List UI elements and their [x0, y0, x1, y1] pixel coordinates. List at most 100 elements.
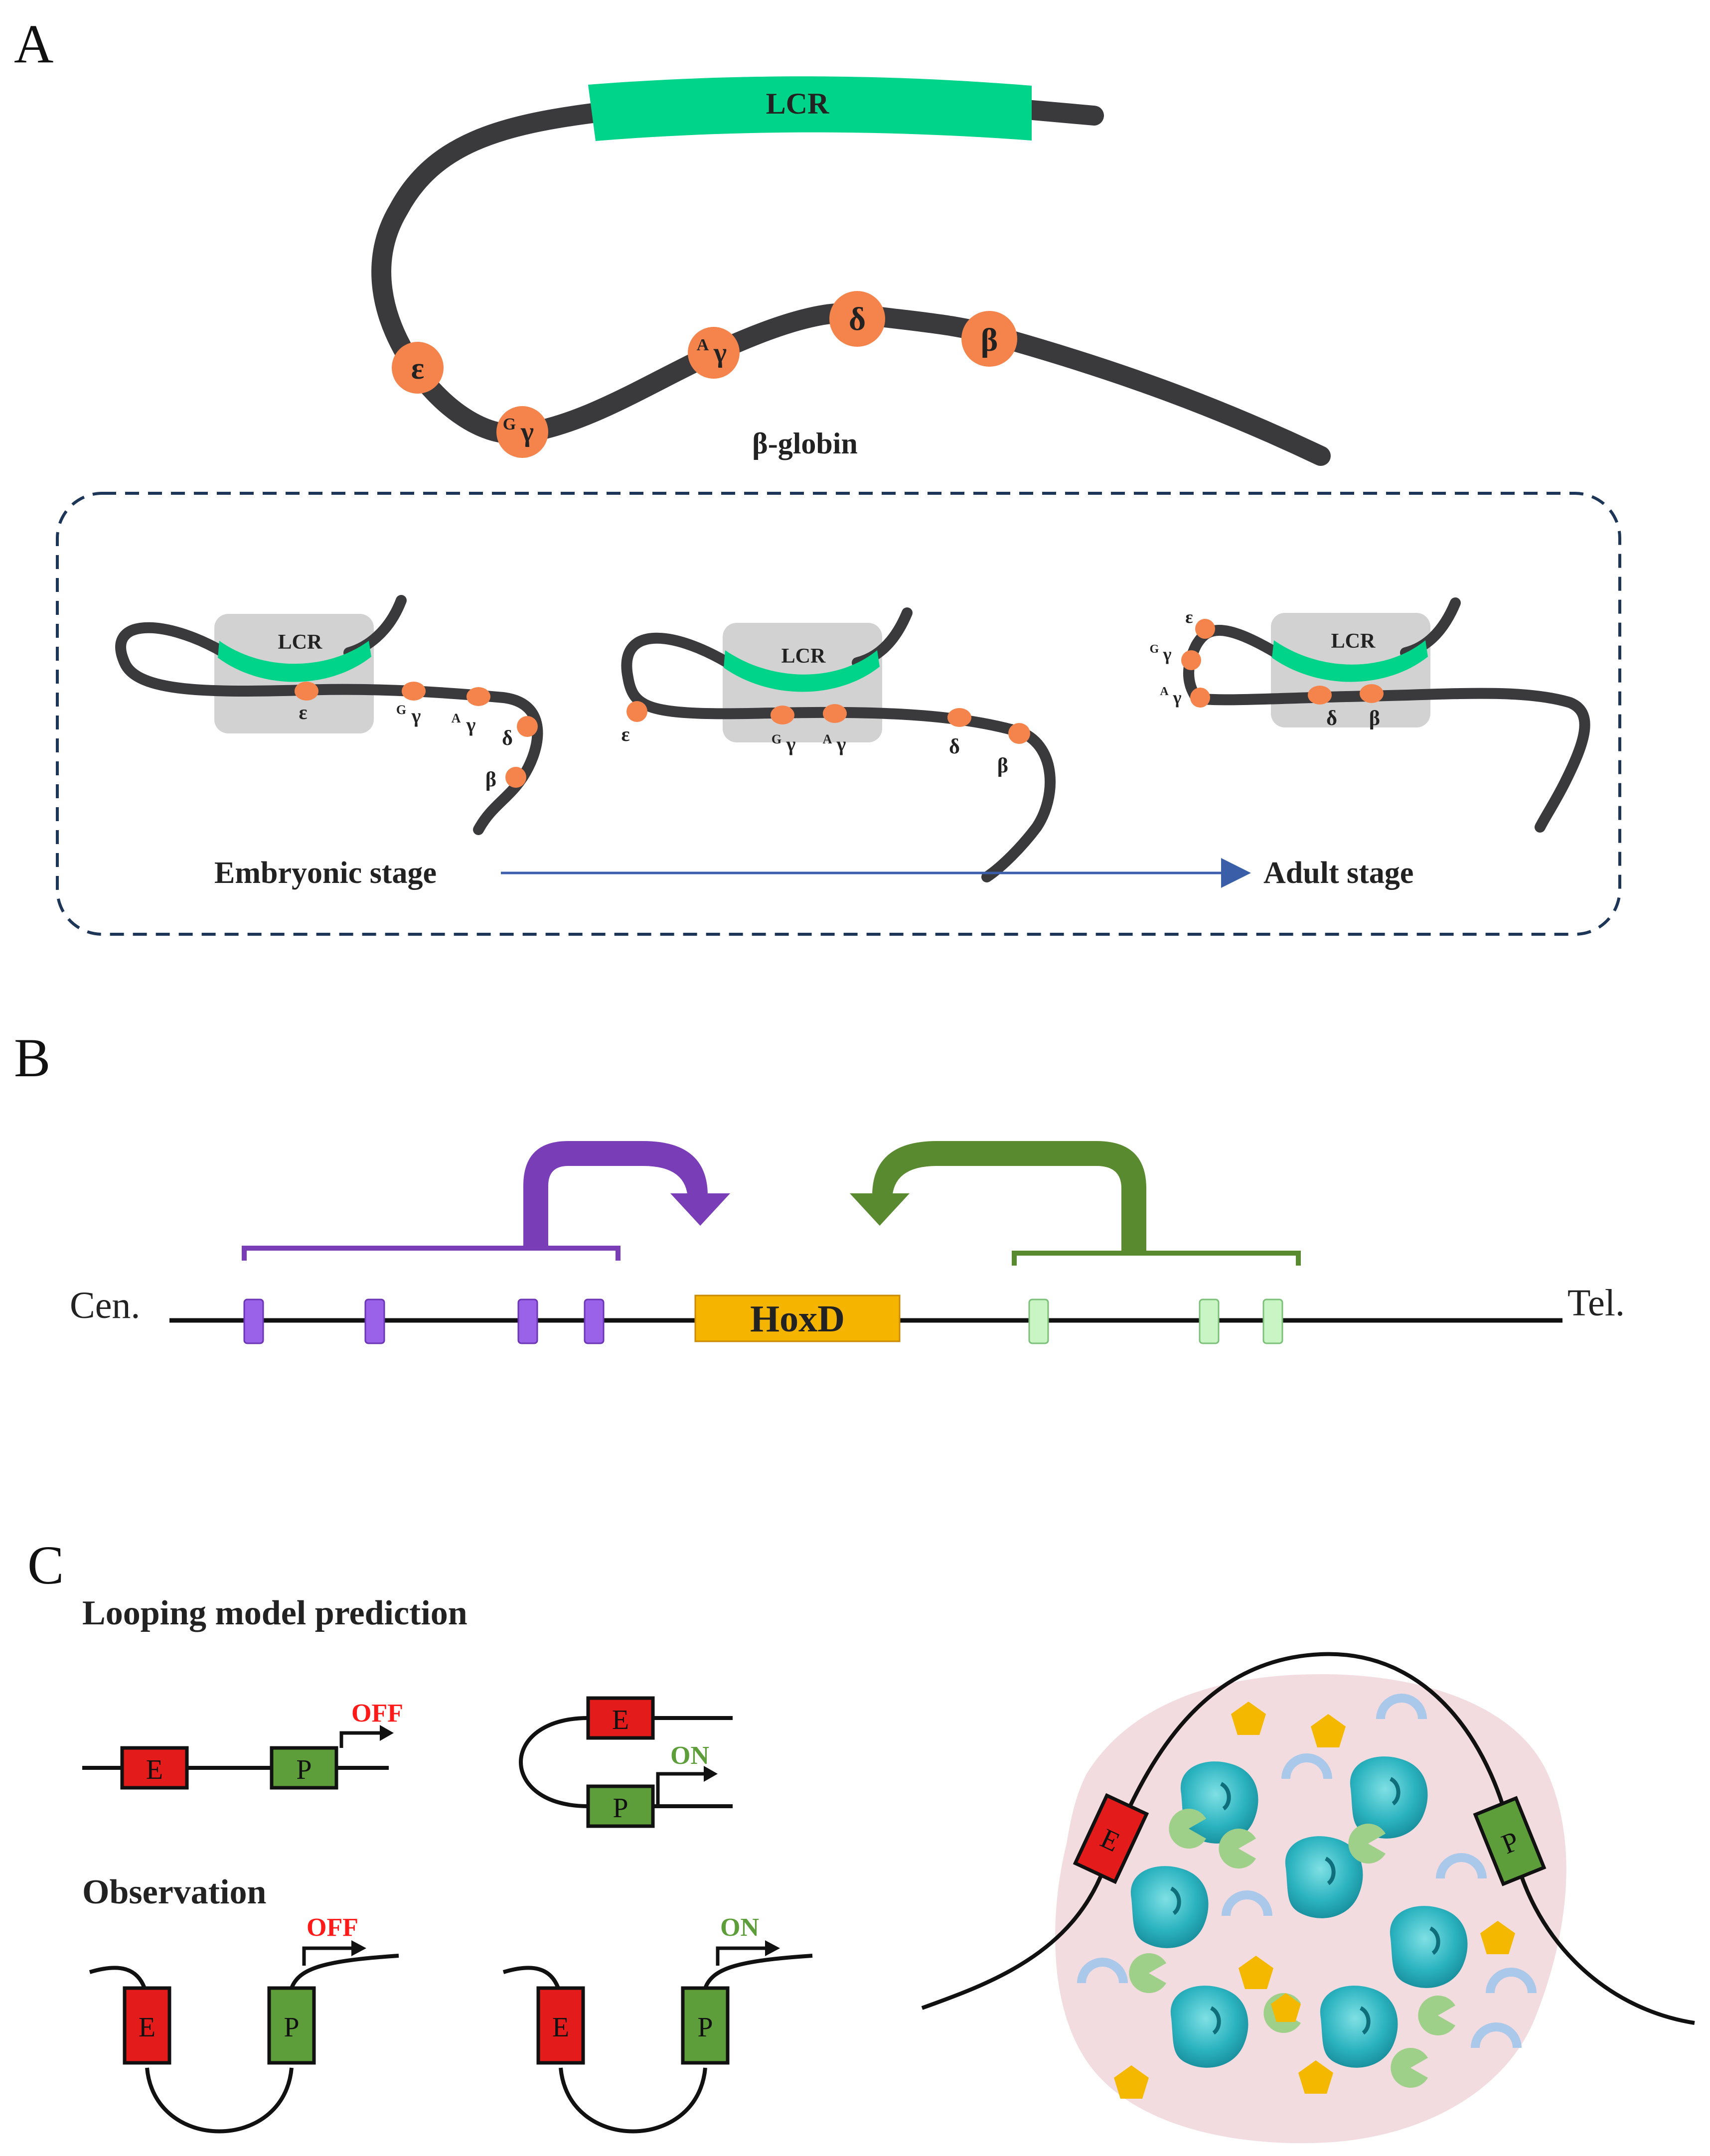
cofactor-wedge [1391, 2048, 1428, 2088]
transcriptional-condensate: E P [921, 1652, 1695, 2144]
centromeric-enhancer [517, 1298, 538, 1344]
panel-b-letter: B [14, 1027, 50, 1088]
label-g-sup: G [1150, 643, 1159, 656]
lcr-arc [218, 641, 371, 682]
lcr-label-fetal: LCR [781, 645, 826, 668]
cofactor-wedge [1418, 1995, 1455, 2035]
prediction-linear-off: E P OFF [82, 1699, 403, 1790]
label-epsilon: ε [299, 701, 307, 723]
cofactor-arc [1077, 1958, 1128, 1984]
beta-globin-fiber-tail [1017, 100, 1104, 126]
enhancer-label: E [612, 1705, 629, 1735]
promoter-label: P [296, 1754, 311, 1785]
panel-c-letter: C [27, 1535, 64, 1595]
label-delta: δ [949, 735, 960, 758]
lcr-region [588, 76, 1032, 141]
dna-strand [921, 1652, 1695, 2025]
label-delta: δ [502, 727, 513, 750]
gene-dot [517, 716, 538, 737]
label-gamma: γ [466, 714, 476, 736]
cofactor-wedge [1348, 1824, 1386, 1864]
adult-stage-label: Adult stage [1263, 856, 1413, 890]
label-gamma: γ [786, 733, 796, 755]
enhancer-box [123, 1986, 171, 2065]
telomeric-bracket [1012, 1251, 1301, 1266]
label-gamma: γ [1163, 644, 1172, 664]
lcr-label-adult: LCR [1331, 630, 1376, 653]
promoter-box [267, 1986, 316, 2065]
gene-dot [402, 682, 426, 701]
centromeric-enhancer [584, 1298, 605, 1344]
gene-dot [1195, 619, 1215, 639]
label-epsilon: ε [1185, 607, 1193, 627]
panel-a: A LCR ε G γ A γ δ β β-globin [14, 13, 1621, 936]
transcription-factor [1231, 1702, 1266, 1735]
hoxd-gene-box [694, 1294, 901, 1342]
gene-dot [947, 708, 971, 727]
enhancer-box [1073, 1793, 1149, 1884]
enhancer-label: E [139, 2012, 155, 2043]
protein-blob [1180, 1761, 1258, 1844]
enhancer-box [586, 1696, 655, 1740]
transcription-factor [1271, 1993, 1301, 2022]
lcr-arc [1272, 640, 1428, 682]
gene-a-gamma: A γ [688, 327, 740, 379]
protein-blob [1320, 1986, 1398, 2068]
panel-c: C Looping model prediction E P OFF E P O… [27, 1535, 1695, 2144]
label-a-sup: A [823, 732, 832, 746]
promoter-box [586, 1784, 655, 1828]
label-gamma: γ [1173, 688, 1182, 708]
gene-delta: δ [829, 291, 885, 347]
gene-dot [466, 687, 490, 706]
fetal-model: LCR ε G γ A γ δ β [621, 607, 1056, 882]
cofactor-wedge [1219, 1828, 1256, 1869]
gene-g-gamma: G γ [496, 406, 548, 458]
on-label: ON [720, 1913, 759, 1942]
stage-inset-box [56, 492, 1621, 936]
prediction-looped-on: E P ON [519, 1696, 733, 1828]
gene-g-gamma-label: γ [520, 417, 534, 447]
gene-epsilon: ε [392, 342, 444, 394]
label-beta: β [485, 768, 496, 791]
gene-dot [626, 701, 647, 722]
cofactor-arc [1471, 2022, 1522, 2048]
gene-g-gamma-sup: G [503, 415, 516, 433]
adult-model: LCR ε G γ A γ δ β [1150, 597, 1590, 833]
centromeric-arrow [523, 1141, 730, 1248]
label-epsilon: ε [621, 723, 629, 745]
enhancer-box [536, 1986, 585, 2065]
beta-globin-fiber [371, 102, 1331, 466]
centromeric-bracket [242, 1246, 621, 1261]
label-delta: δ [1326, 707, 1337, 730]
centromeric-enhancer [364, 1298, 385, 1344]
transcription-factor [1114, 2065, 1149, 2099]
gene-beta-label: β [981, 322, 998, 358]
telomeric-enhancer [1199, 1298, 1220, 1344]
off-label: OFF [351, 1699, 403, 1727]
cofactor-wedge [1129, 1953, 1166, 1994]
gene-dot [1190, 688, 1210, 708]
gene-dot [1008, 723, 1030, 744]
promoter-label: P [613, 1793, 628, 1824]
promoter-label: P [284, 2012, 299, 2043]
protein-blob [1130, 1866, 1209, 1948]
lcr-label-embryonic: LCR [278, 631, 322, 654]
centromeric-enhancer [243, 1298, 264, 1344]
gene-dot [771, 706, 794, 724]
label-g-sup: G [396, 703, 406, 717]
promoter-label: P [697, 2012, 713, 2043]
beta-globin-label: β-globin [752, 427, 858, 460]
cofactor-arc [1281, 1753, 1332, 1779]
gene-epsilon-label: ε [411, 352, 425, 386]
label-g-sup: G [772, 732, 781, 746]
hoxd-label: HoxD [750, 1298, 845, 1340]
cofactor-arc [1436, 1853, 1487, 1879]
label-gamma: γ [836, 733, 846, 755]
enhancer-label: E [146, 1754, 163, 1785]
transcription-factor [1480, 1921, 1515, 1954]
telomeric-arrow [850, 1141, 1146, 1253]
gene-beta: β [961, 311, 1017, 367]
promoter-box [1473, 1796, 1547, 1886]
gene-delta-label: δ [849, 301, 866, 337]
